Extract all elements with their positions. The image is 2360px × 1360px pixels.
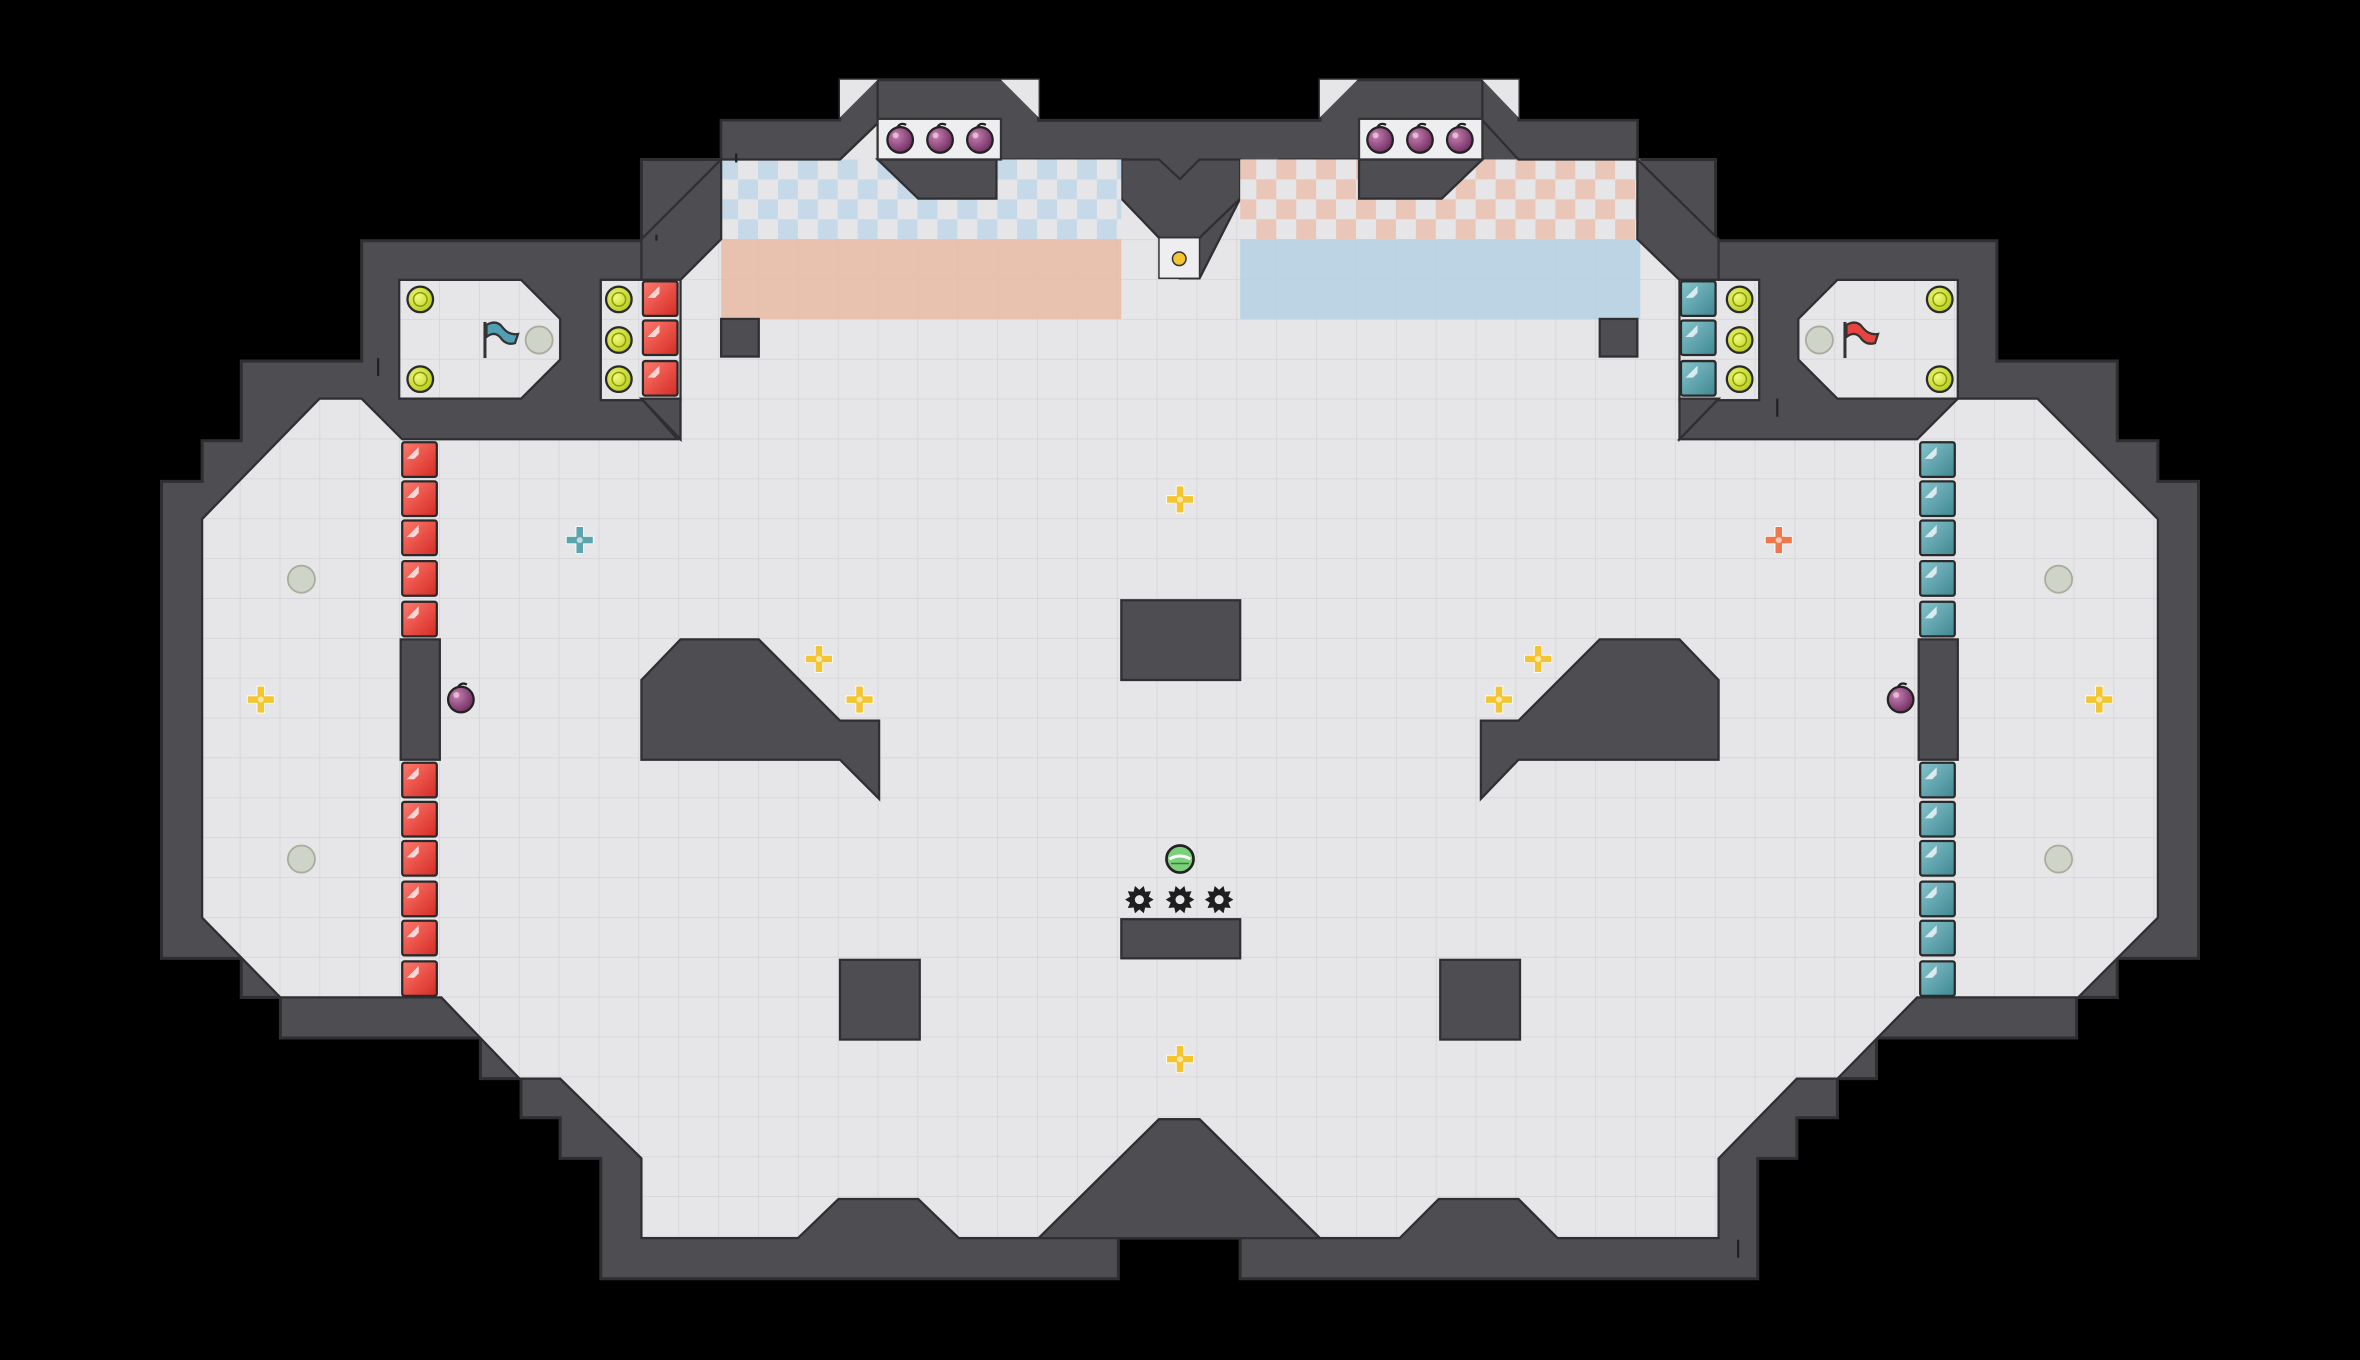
lower-left-block — [838, 958, 921, 1041]
bomb-icon — [1886, 682, 1915, 714]
spikes-layer — [1125, 886, 1234, 914]
left-bumper-wall — [640, 638, 881, 802]
boost-pad — [1925, 365, 1954, 394]
right-lane-wall — [1917, 638, 1959, 761]
powerup-icon — [246, 685, 275, 714]
pillar-right-small — [1598, 317, 1639, 358]
powerup-icon — [804, 644, 833, 673]
red-flag-icon[interactable] — [1843, 321, 1880, 359]
blue-gate-tile — [1919, 880, 1956, 918]
hud-bomb-icon — [886, 122, 915, 154]
red-gate-tile — [401, 519, 438, 557]
wall-ticks — [377, 153, 1779, 1258]
left-gate-slant — [638, 397, 682, 443]
spike-hazard — [1204, 886, 1234, 914]
blue-gate-tile — [1919, 919, 1956, 957]
powerup-icon — [845, 685, 874, 714]
blue-gate-tile — [1679, 319, 1717, 357]
spawn-marker — [2044, 844, 2074, 874]
blue-zone-right — [1240, 239, 1641, 319]
hud-bomb-icon — [1406, 122, 1434, 154]
powerup-icon — [1166, 485, 1194, 514]
bombs-layer — [446, 122, 1915, 714]
right-bumper-wall — [1479, 638, 1720, 802]
boost-pad — [406, 285, 435, 314]
red-gate-tile — [641, 319, 679, 357]
gates-layer — [401, 280, 1956, 998]
bottom-center-peak — [1035, 1118, 1323, 1240]
red-gate-tile — [401, 600, 438, 638]
red-zone-left — [721, 239, 1122, 319]
boost-pad — [1925, 285, 1954, 314]
red-gate-tile — [401, 919, 438, 957]
blue-flag-icon[interactable] — [483, 321, 520, 359]
left-lane-wall — [399, 638, 441, 761]
top-left-cap2 — [1000, 79, 1039, 118]
center-top-block — [1120, 599, 1242, 682]
blue-flag-room — [398, 278, 562, 400]
boost-pad — [604, 326, 633, 354]
bomb-icon — [446, 682, 475, 714]
blue-gate-tile — [1919, 560, 1956, 597]
pillar-left-small — [720, 317, 760, 358]
center-goal-marker — [1171, 251, 1187, 267]
hud-bomb-icon — [926, 122, 954, 154]
blue-gate-tile — [1679, 359, 1717, 397]
hud-bomb-icon — [965, 122, 994, 154]
red-gate-tile — [401, 761, 438, 799]
red-gate-tile — [641, 280, 679, 318]
powerups-layer — [246, 485, 2114, 1074]
blue-gate-tile — [1919, 600, 1956, 638]
powerup-icon — [1764, 526, 1793, 555]
red-gate-tile — [401, 960, 438, 998]
spawns-layer — [286, 325, 2074, 874]
powerup-icon — [1524, 644, 1553, 673]
red-gate-tile — [401, 800, 438, 838]
player-ball[interactable] — [1165, 844, 1195, 874]
powerup-icon — [2085, 685, 2114, 714]
hud-bomb-icon — [1366, 122, 1395, 154]
lower-right-block — [1439, 958, 1522, 1041]
spawn-marker — [286, 844, 316, 874]
hud-bomb-icon — [1445, 122, 1474, 154]
boost-pad — [604, 285, 633, 314]
blue-gate-tile — [1679, 280, 1717, 318]
red-flag-room — [1797, 278, 1959, 400]
top-right-cap2 — [1482, 79, 1519, 118]
blue-gate-tile — [1919, 761, 1956, 799]
blue-gate-tile — [1919, 800, 1956, 838]
spawn-marker — [524, 325, 554, 355]
red-gate-tile — [401, 441, 438, 479]
blue-gate-tile — [1919, 839, 1956, 877]
blue-gate-tile — [1919, 441, 1956, 479]
powerup-icon — [565, 526, 594, 555]
spawn-marker — [2044, 564, 2074, 594]
boost-pad — [604, 365, 633, 394]
red-gate-tile — [401, 480, 438, 518]
blue-gate-tile — [1919, 480, 1956, 518]
center-spike-ledge — [1120, 918, 1242, 960]
spawn-marker — [1804, 325, 1834, 355]
spike-hazard — [1125, 886, 1154, 914]
top-left-cap — [840, 79, 878, 118]
powerup-icon — [1484, 685, 1513, 714]
boost-pad — [406, 365, 435, 394]
boost-pad — [1725, 326, 1754, 354]
red-gate-tile — [401, 839, 438, 877]
spike-hazard — [1165, 886, 1195, 914]
boost-pad — [1725, 285, 1754, 314]
red-gate-tile — [641, 359, 679, 397]
blue-gate-tile — [1919, 519, 1956, 557]
red-gate-tile — [401, 880, 438, 918]
blue-gate-tile — [1919, 960, 1956, 998]
boost-pad — [1725, 365, 1754, 394]
boosts-layer — [406, 285, 1954, 394]
powerup-icon — [1166, 1045, 1194, 1074]
red-gate-tile — [401, 560, 438, 597]
right-gate-slant — [1678, 397, 1722, 443]
spawn-marker — [286, 564, 316, 594]
